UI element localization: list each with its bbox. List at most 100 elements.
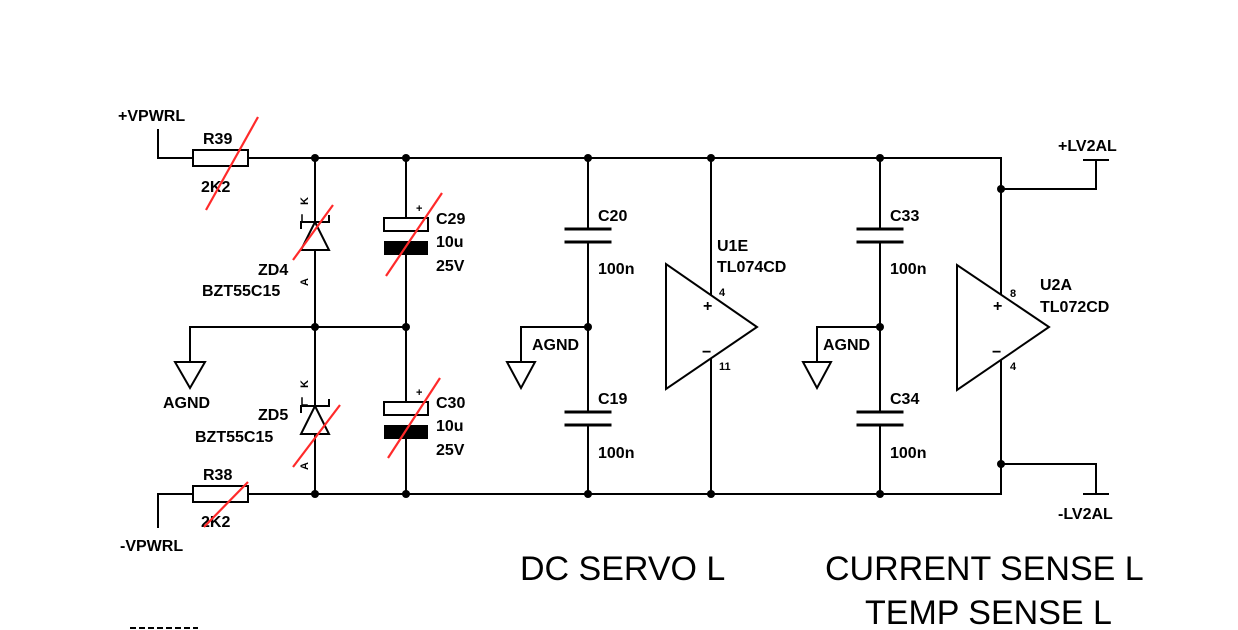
zener-zd5: K A ZD5 BZT55C15 [195, 326, 341, 495]
c30-ref: C30 [436, 395, 465, 412]
opamp-u2a: + − 8 4 U2A TL072CD [956, 263, 1109, 392]
c29-value: 10u [436, 234, 464, 251]
junction-dot [311, 323, 319, 331]
zd5-pin-a: A [299, 462, 311, 470]
section-titles: DC SERVO L CURRENT SENSE L TEMP SENSE L [520, 550, 1144, 630]
capacitor-c34: C34 100n [856, 326, 926, 495]
c29-plate-positive [383, 217, 429, 232]
zd4-strike-mark [292, 204, 334, 261]
agnd-servo-label: AGND [532, 337, 579, 354]
zd5-pin-k: K [299, 380, 311, 388]
u2a-ref: U2A [1040, 277, 1072, 294]
agnd-servo-wire [520, 326, 589, 363]
junction-dot [876, 154, 884, 162]
r39-body [192, 149, 249, 167]
junction-dot [876, 323, 884, 331]
c33-value: 100n [890, 261, 926, 278]
u2a-minus: − [992, 344, 1001, 361]
capacitor-c29: + C29 10u 25V [383, 157, 465, 328]
resistor-r39: R39 2K2 [192, 116, 259, 211]
zd5-ref: ZD5 [258, 407, 288, 424]
c30-plus: + [416, 387, 422, 399]
u1e-plus: + [703, 298, 712, 315]
junction-dot [402, 490, 410, 498]
c34-value: 100n [890, 445, 926, 462]
zd5-cathode-bar [300, 399, 330, 413]
junction-dot [584, 490, 592, 498]
zener-zd4: K A ZD4 BZT55C15 [202, 157, 334, 328]
agnd-left-wire [189, 326, 316, 363]
c30-voltage: 25V [436, 442, 465, 459]
zd5-part: BZT55C15 [195, 429, 273, 446]
r38-value: 2K2 [201, 514, 230, 531]
r38-ref: R38 [203, 467, 232, 484]
r38-strike-mark [203, 481, 249, 528]
zd4-pin-k: K [299, 197, 311, 205]
junction-dot [707, 490, 715, 498]
agnd-left-label: AGND [163, 395, 210, 412]
c29-plus: + [416, 203, 422, 215]
c29-ref: C29 [436, 211, 465, 228]
junction-dot [584, 323, 592, 331]
u2a-part: TL072CD [1040, 299, 1109, 316]
agnd-left-symbol [173, 361, 207, 391]
zd5-triangle [299, 403, 331, 435]
junction-dot [707, 154, 715, 162]
c19-ref: C19 [598, 391, 627, 408]
capacitor-c20: C20 100n [564, 157, 634, 328]
lv2-pos-output: +LV2AL [1000, 138, 1117, 190]
zd4-cathode-bar [300, 215, 330, 229]
agnd-servo: AGND [505, 326, 589, 391]
vneg-input: -VPWRL [120, 493, 194, 555]
r39-ref: R39 [203, 131, 232, 148]
zd4-triangle [299, 219, 331, 251]
agnd-sense-symbol [801, 361, 833, 391]
junction-dot [311, 490, 319, 498]
r38-body [192, 485, 249, 503]
c20-value: 100n [598, 261, 634, 278]
capacitor-c33: C33 100n [856, 157, 926, 328]
u1e-triangle [665, 262, 759, 391]
c20-ref: C20 [598, 208, 627, 225]
agnd-sense-label: AGND [823, 337, 870, 354]
u1e-pin-vpos: 4 [719, 287, 726, 299]
c33-ref: C33 [890, 208, 919, 225]
temp-sense-title: TEMP SENSE L [865, 594, 1112, 630]
lv2-pos-label: +LV2AL [1058, 138, 1117, 155]
u2a-plus: + [993, 298, 1002, 315]
junction-dot [311, 154, 319, 162]
capacitor-c19: C19 100n [564, 326, 634, 495]
zd4-pin-mark [301, 214, 308, 223]
dc-servo-title: DC SERVO L [520, 550, 725, 588]
zd4-ref: ZD4 [258, 262, 288, 279]
u2a-pin-vpos: 8 [1010, 288, 1016, 300]
zd4-pin-a: A [299, 278, 311, 286]
lv2-neg-output: -LV2AL [1000, 463, 1113, 523]
zd5-strike-mark [292, 404, 341, 468]
junction-dot [997, 185, 1005, 193]
agnd-servo-symbol [505, 361, 537, 391]
u1e-ref: U1E [717, 238, 748, 255]
agnd-sense-wire [816, 326, 881, 363]
c30-value: 10u [436, 418, 464, 435]
u1e-minus: − [702, 344, 711, 361]
c29-voltage: 25V [436, 258, 465, 275]
junction-dot [402, 154, 410, 162]
c29-strike-mark [385, 192, 443, 277]
current-sense-title: CURRENT SENSE L [825, 550, 1144, 588]
junction-dot [584, 154, 592, 162]
r39-value: 2K2 [201, 179, 230, 196]
agnd-left: AGND [163, 326, 316, 412]
junctions [311, 154, 1005, 498]
junction-dot [997, 460, 1005, 468]
vpos-input: +VPWRL [118, 108, 194, 159]
lv2-pos-wire [1000, 159, 1097, 190]
capacitor-c30: + C30 10u 25V [383, 326, 465, 495]
zd5-pin-mark [301, 397, 308, 406]
c19-value: 100n [598, 445, 634, 462]
u2a-triangle [956, 263, 1051, 392]
u2a-pin-vneg: 4 [1010, 361, 1017, 373]
u1e-pin-vneg: 11 [719, 361, 731, 373]
c34-ref: C34 [890, 391, 919, 408]
